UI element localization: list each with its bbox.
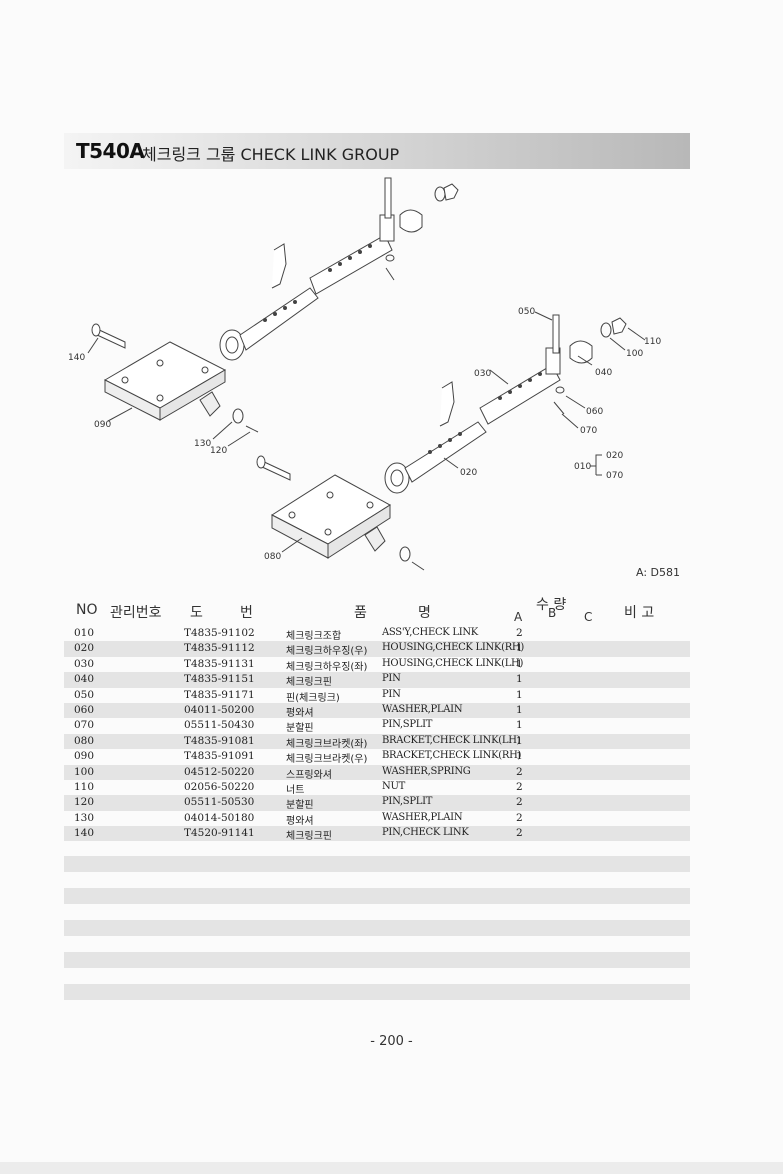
empty-table-rows [64,856,690,1016]
callout-020: 020 [460,468,477,478]
callout-020-sub: 020 [606,451,623,461]
callout-110: 110 [644,337,661,347]
callout-140: 140 [68,353,85,363]
table-row-empty [64,888,690,904]
callout-130: 130 [194,439,211,449]
header-myeong: 명 [418,605,431,621]
header-qty-a: A [514,610,523,624]
callout-060: 060 [586,407,603,417]
table-header: NO 관리번호 도 번 품 명 수 량 A B C 비 고 [64,596,690,624]
header-remarks: 비 고 [624,605,655,621]
callout-100: 100 [626,349,643,359]
header-qty: 수 량 [536,597,567,613]
header-beon: 번 [240,605,253,621]
header-no: NO [76,602,98,618]
scan-edge [0,1162,783,1174]
page-number: - 200 - [370,1034,413,1049]
callout-090: 090 [94,420,111,430]
callout-030: 030 [474,369,491,379]
header-pum: 품 [354,605,367,621]
callout-050: 050 [518,307,535,317]
callout-010: 010 [574,462,591,472]
section-title-bar: T540A 체크링크 그룹 CHECK LINK GROUP [64,133,690,169]
callout-070-sub: 070 [606,471,623,481]
header-qty-b: B [548,606,557,620]
callout-080: 080 [264,552,281,562]
callout-070: 070 [580,426,597,436]
table-row-empty [64,856,690,872]
table-row-empty [64,952,690,968]
table-row-empty [64,984,690,1000]
callout-040: 040 [595,368,612,378]
header-qty-c: C [584,610,593,624]
header-do: 도 [190,605,203,621]
callout-120: 120 [210,446,227,456]
section-code: T540A [76,139,145,163]
header-mgmt-no: 관리번호 [110,605,162,621]
table-row-empty [64,920,690,936]
exploded-diagram: 140 090 130 120 080 050 110 100 040 030 … [60,170,700,590]
section-name: 체크링크 그룹 CHECK LINK GROUP [142,145,400,164]
diagram-svg: 140 090 130 120 080 050 110 100 040 030 … [68,177,661,571]
drawing-reference: A: D581 [636,566,680,579]
